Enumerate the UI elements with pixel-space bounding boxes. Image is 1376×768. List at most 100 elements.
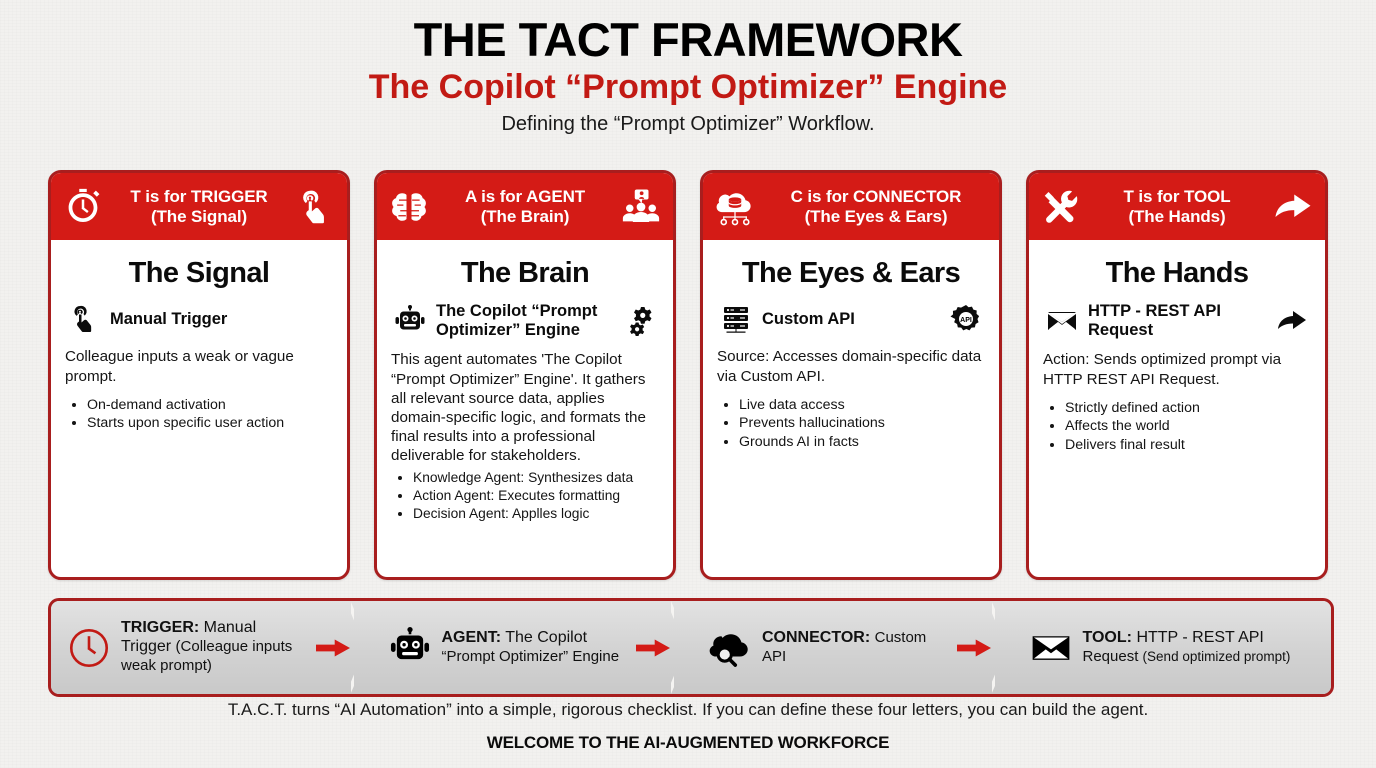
flow-step-trigger-text: TRIGGER: Manual Trigger (Colleague input… <box>121 619 306 676</box>
list-item: On-demand activation <box>87 396 333 414</box>
flow-step-trigger-label: TRIGGER: <box>121 619 200 637</box>
flow-step-agent-line1: AGENT: The Copilot <box>442 629 588 646</box>
flow-step-connector-text: CONNECTOR: Custom API <box>762 629 947 667</box>
card-tool-head-line2: (The Hands) <box>1128 206 1226 226</box>
flow-step-agent-value: The Copilot <box>505 628 588 646</box>
card-trigger-sub-label: Manual Trigger <box>110 310 228 329</box>
curved-arrow-icon <box>1275 304 1309 338</box>
card-agent-body: The Brain The Copilot “Prompt Optimizer”… <box>377 240 673 577</box>
flow-step-connector-note: Custom API <box>762 628 927 665</box>
cloud-database-icon <box>713 185 757 229</box>
card-trigger-title: The Signal <box>128 257 270 289</box>
flow-step-agent[interactable]: AGENT: The Copilot “Prompt Optimizer” En… <box>353 601 690 694</box>
flow-step-trigger-value: Manual Trigger <box>121 619 257 656</box>
page-tagline: Defining the “Prompt Optimizer” Workflow… <box>501 112 875 135</box>
card-connector-header-text: C is for CONNECTOR (The Eyes & Ears) <box>763 187 989 226</box>
card-tool[interactable]: T is for TOOL (The Hands) The Hands HTTP… <box>1026 170 1328 580</box>
title-block: THE TACT FRAMEWORK The Copilot “Prompt O… <box>0 0 1376 135</box>
stopwatch-icon <box>61 185 105 229</box>
list-item: Live data access <box>739 396 985 414</box>
flow-step-tool-note: Request (Send optimized prompt) <box>1083 648 1291 665</box>
flow-step-tool-value: HTTP - REST API <box>1136 628 1264 646</box>
card-tool-header: T is for TOOL (The Hands) <box>1029 173 1325 240</box>
card-trigger[interactable]: T is for TRIGGER (The Signal) The Signal… <box>48 170 350 580</box>
arrow-right-icon <box>315 637 350 659</box>
card-agent-head-line2: (The Brain) <box>480 206 570 226</box>
robot-icon <box>388 626 432 670</box>
brain-icon <box>387 185 431 229</box>
arrow-right-icon <box>956 637 991 659</box>
cloud-search-icon <box>708 626 752 670</box>
card-connector-subrow: Custom API API <box>717 302 985 336</box>
card-tool-sub-label: HTTP - REST API Request <box>1088 302 1221 339</box>
card-connector-body: The Eyes & Ears Custom API API Source: A… <box>703 240 999 577</box>
footer-block: T.A.C.T. turns “AI Automation” into a si… <box>0 700 1376 753</box>
flow-step-tool-label: TOOL: <box>1082 628 1132 646</box>
card-agent-header: A is for AGENT (The Brain) <box>377 173 673 240</box>
card-tool-body: The Hands HTTP - REST API Request Action… <box>1029 240 1325 577</box>
envelope-icon <box>1045 304 1079 338</box>
arrow-right-icon <box>636 637 670 659</box>
card-tool-header-text: T is for TOOL (The Hands) <box>1089 187 1265 226</box>
card-agent[interactable]: A is for AGENT (The Brain) The Brain The… <box>374 170 676 580</box>
flow-step-tool-text: TOOL: HTTP - REST API Request (Send opti… <box>1083 629 1318 667</box>
card-tool-head-line1: T is for TOOL <box>1123 186 1231 206</box>
card-agent-title: The Brain <box>460 257 590 289</box>
card-trigger-head-line1: T is for TRIGGER <box>130 186 268 206</box>
flow-step-trigger[interactable]: TRIGGER: Manual Trigger (Colleague input… <box>51 601 370 694</box>
card-agent-header-text: A is for AGENT (The Brain) <box>437 187 613 226</box>
card-trigger-header: T is for TRIGGER (The Signal) <box>51 173 347 240</box>
card-agent-bullets: Knowledge Agent: Synthesizes data Action… <box>391 469 659 523</box>
flow-step-connector-line1: CONNECTOR: <box>762 629 870 646</box>
flow-step-connector[interactable]: CONNECTOR: Custom API <box>674 601 1011 694</box>
card-connector-title: The Eyes & Ears <box>741 257 961 289</box>
flow-step-agent-label: AGENT: <box>441 628 502 646</box>
clock-icon <box>67 626 111 670</box>
api-gear-icon: API <box>949 302 983 336</box>
list-item: Strictly defined action <box>1065 399 1311 417</box>
card-trigger-bullets: On-demand activation Starts upon specifi… <box>65 396 333 433</box>
card-connector-header: C is for CONNECTOR (The Eyes & Ears) <box>703 173 999 240</box>
list-item: Action Agent: Executes formatting <box>413 487 659 505</box>
wrench-screwdriver-icon <box>1039 185 1083 229</box>
robot-icon <box>393 304 427 338</box>
card-connector-head-line2: (The Eyes & Ears) <box>804 206 948 226</box>
curved-arrow-icon <box>1271 185 1315 229</box>
list-item: Affects the world <box>1065 417 1311 435</box>
flow-step-agent-text: AGENT: The Copilot “Prompt Optimizer” En… <box>442 629 627 667</box>
card-trigger-head-line2: (The Signal) <box>150 206 248 226</box>
card-trigger-subrow: Manual Trigger <box>65 302 333 336</box>
flow-step-agent-note: “Prompt Optimizer” Engine <box>441 647 620 665</box>
card-agent-subrow: The Copilot “Prompt Optimizer” Engine <box>391 302 659 339</box>
people-group-icon <box>619 185 663 229</box>
tap-hand-icon <box>67 302 101 336</box>
flow-step-trigger-line1: TRIGGER: Manual Trigger <box>121 619 256 655</box>
list-item: Delivers final result <box>1065 436 1311 454</box>
gears-icon <box>623 304 657 338</box>
card-agent-head-line1: A is for AGENT <box>464 186 586 206</box>
card-trigger-body: The Signal Manual Trigger Colleague inpu… <box>51 240 347 577</box>
card-tool-subrow: HTTP - REST API Request <box>1043 302 1311 339</box>
footer-line-1: T.A.C.T. turns “AI Automation” into a si… <box>227 700 1149 719</box>
card-tool-bullets: Strictly defined action Affects the worl… <box>1043 399 1311 454</box>
envelope-icon <box>1029 626 1073 670</box>
list-item: Decision Agent: Applles logic <box>413 505 659 523</box>
list-item: Prevents hallucinations <box>739 414 985 432</box>
flow-step-connector-label: CONNECTOR: <box>762 628 871 646</box>
flow-step-tool[interactable]: TOOL: HTTP - REST API Request (Send opti… <box>994 601 1331 694</box>
flow-step-tool-note-paren: (Send optimized prompt) <box>1142 648 1291 664</box>
card-agent-description: This agent automates 'The Copilot “Promp… <box>391 351 646 465</box>
card-agent-sub-label: The Copilot “Prompt Optimizer” Engine <box>436 302 598 339</box>
server-rack-icon <box>719 302 753 336</box>
card-tool-description: Action: Sends optimized prompt via HTTP … <box>1043 351 1282 388</box>
list-item: Starts upon specific user action <box>87 414 333 432</box>
card-connector[interactable]: C is for CONNECTOR (The Eyes & Ears) The… <box>700 170 1002 580</box>
flow-step-tool-note-main: Request <box>1082 647 1139 665</box>
workflow-strip: TRIGGER: Manual Trigger (Colleague input… <box>48 598 1334 697</box>
flow-step-tool-line1: TOOL: HTTP - REST API <box>1083 629 1264 646</box>
card-connector-sub-label: Custom API <box>762 310 855 329</box>
card-connector-bullets: Live data access Prevents hallucinations… <box>717 396 985 451</box>
card-connector-head-line1: C is for CONNECTOR <box>790 186 962 206</box>
card-trigger-description: Colleague inputs a weak or vague prompt. <box>65 348 294 385</box>
